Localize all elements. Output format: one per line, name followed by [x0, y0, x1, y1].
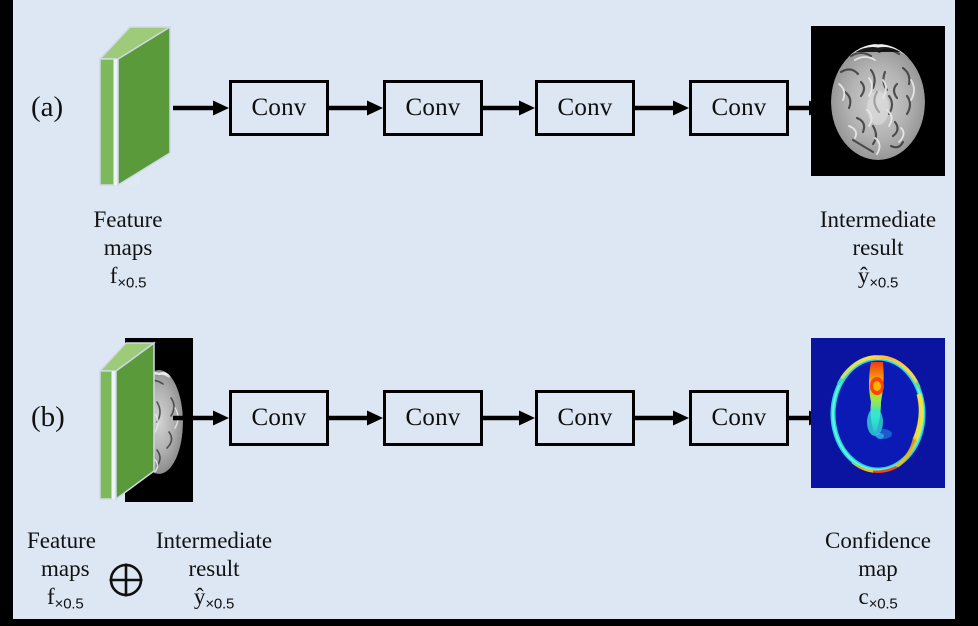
caption-line: Intermediate [155, 528, 273, 553]
conv-block-b-3[interactable]: Conv [535, 390, 635, 446]
conv-block-a-4[interactable]: Conv [689, 80, 789, 136]
conv-block-b-1[interactable]: Conv [229, 390, 329, 446]
confidence-map-image-b [811, 338, 945, 488]
caption-symbol-line: ŷ×0.5 [803, 262, 953, 293]
symbol-f-a: f [109, 263, 118, 289]
subscript-a: ×0.5 [117, 274, 147, 292]
caption-feature-maps-a: Feature maps f×0.5 [73, 206, 183, 293]
caption-symbol-line: c×0.5 [803, 583, 953, 614]
feature-maps-slab-b [96, 324, 166, 504]
symbol-c-b: c [858, 584, 869, 610]
symbol-yhat-b: ŷ [193, 584, 206, 610]
caption-line: Feature [27, 528, 96, 553]
caption-line: maps [41, 556, 90, 582]
arrow-conv2-to-conv3-b [483, 409, 535, 427]
arrow-conv1-to-conv2-b [329, 409, 383, 427]
subscript-b-left: ×0.5 [54, 595, 84, 613]
arrow-conv1-to-conv2-a [329, 99, 383, 117]
arrow-conv3-to-conv4-b [635, 409, 689, 427]
symbol-f-b: f [47, 584, 55, 610]
caption-intermediate-result-b: Intermediate result ŷ×0.5 [139, 527, 289, 614]
caption-line: result [852, 235, 904, 261]
caption-intermediate-result-a: Intermediate result ŷ×0.5 [803, 206, 953, 293]
panel-label-a: (a) [31, 91, 64, 123]
caption-line: map [858, 556, 898, 582]
caption-symbol-line: ŷ×0.5 [139, 583, 289, 614]
arrow-input-to-conv1-b [173, 409, 229, 427]
subscript-a-out: ×0.5 [869, 274, 899, 292]
caption-line: Confidence [824, 528, 931, 553]
arrow-slab-to-conv1-a [173, 99, 229, 117]
caption-line: maps [103, 235, 153, 261]
caption-symbol-line: f×0.5 [73, 262, 183, 293]
conv-block-a-3[interactable]: Conv [535, 80, 635, 136]
subscript-b-right: ×0.5 [205, 595, 235, 613]
caption-feature-maps-b: Feature maps f×0.5 [27, 527, 132, 614]
intermediate-result-image-a [811, 26, 945, 176]
panel-label-b: (b) [31, 401, 65, 433]
conv-block-b-4[interactable]: Conv [689, 390, 789, 446]
element-wise-sum-icon [108, 562, 144, 598]
conv-block-a-1[interactable]: Conv [229, 80, 329, 136]
caption-confidence-map-b: Confidence map c×0.5 [803, 527, 953, 614]
figure-canvas: (a) Feature maps f×0.5 [13, 0, 955, 619]
caption-line: Feature [93, 207, 163, 232]
caption-line: result [188, 556, 240, 582]
arrow-conv3-to-conv4-a [635, 99, 689, 117]
subscript-b-out: ×0.5 [868, 595, 898, 613]
conv-block-a-2[interactable]: Conv [383, 80, 483, 136]
feature-maps-slab-a [96, 12, 176, 192]
caption-symbol-line: f×0.5 [27, 583, 132, 614]
arrow-conv2-to-conv3-a [483, 99, 535, 117]
caption-line: Intermediate [819, 207, 937, 232]
symbol-yhat-a: ŷ [857, 263, 870, 289]
conv-block-b-2[interactable]: Conv [383, 390, 483, 446]
